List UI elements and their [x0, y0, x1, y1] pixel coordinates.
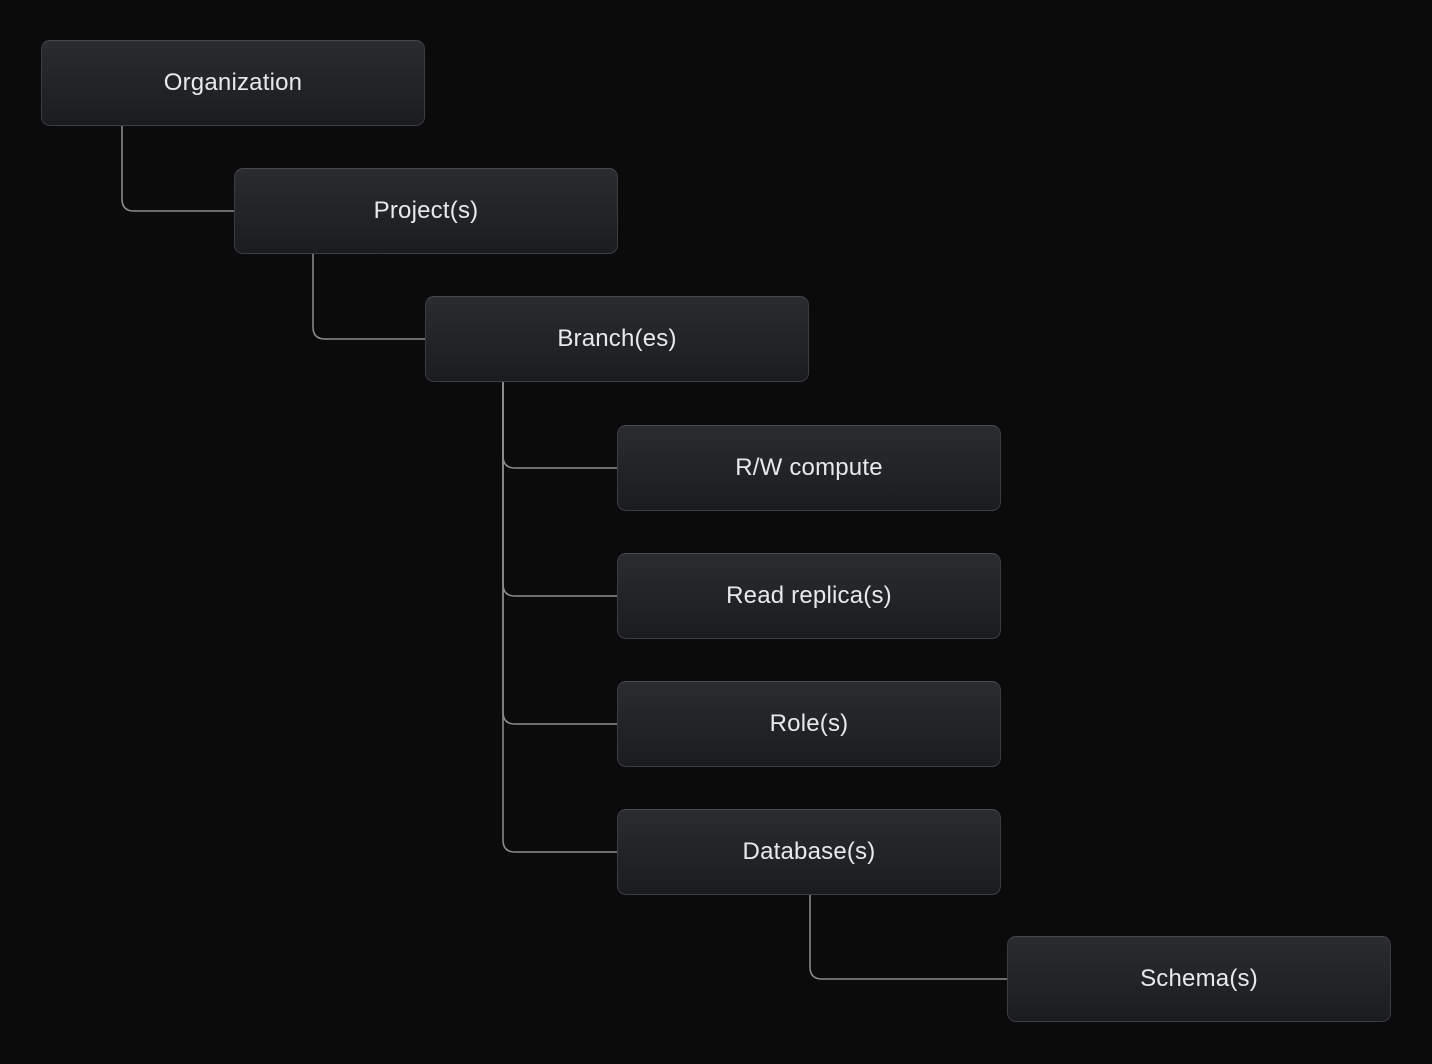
connector-branches-rw-compute — [502, 382, 617, 469]
node-schemas-label: Schema(s) — [1140, 965, 1258, 992]
connector-branches-roles — [502, 382, 617, 725]
connector-branches-read-replicas — [502, 382, 617, 597]
node-databases: Database(s) — [617, 809, 1001, 895]
node-roles: Role(s) — [617, 681, 1001, 767]
node-projects-label: Project(s) — [373, 197, 479, 224]
node-organization-label: Organization — [163, 69, 303, 96]
node-read-replicas: Read replica(s) — [617, 553, 1001, 639]
connector-organization-projects — [121, 126, 234, 212]
node-databases-label: Database(s) — [742, 838, 876, 865]
connector-branches-databases — [502, 382, 617, 853]
node-roles-label: Role(s) — [769, 710, 849, 737]
node-read-replicas-label: Read replica(s) — [726, 582, 892, 609]
node-schemas: Schema(s) — [1007, 936, 1391, 1022]
node-branches: Branch(es) — [425, 296, 809, 382]
node-rw-compute-label: R/W compute — [735, 454, 883, 481]
node-organization: Organization — [41, 40, 425, 126]
connector-projects-branches — [312, 254, 425, 340]
connector-databases-schemas — [809, 895, 1007, 980]
node-rw-compute: R/W compute — [617, 425, 1001, 511]
node-branches-label: Branch(es) — [557, 325, 677, 352]
node-projects: Project(s) — [234, 168, 618, 254]
